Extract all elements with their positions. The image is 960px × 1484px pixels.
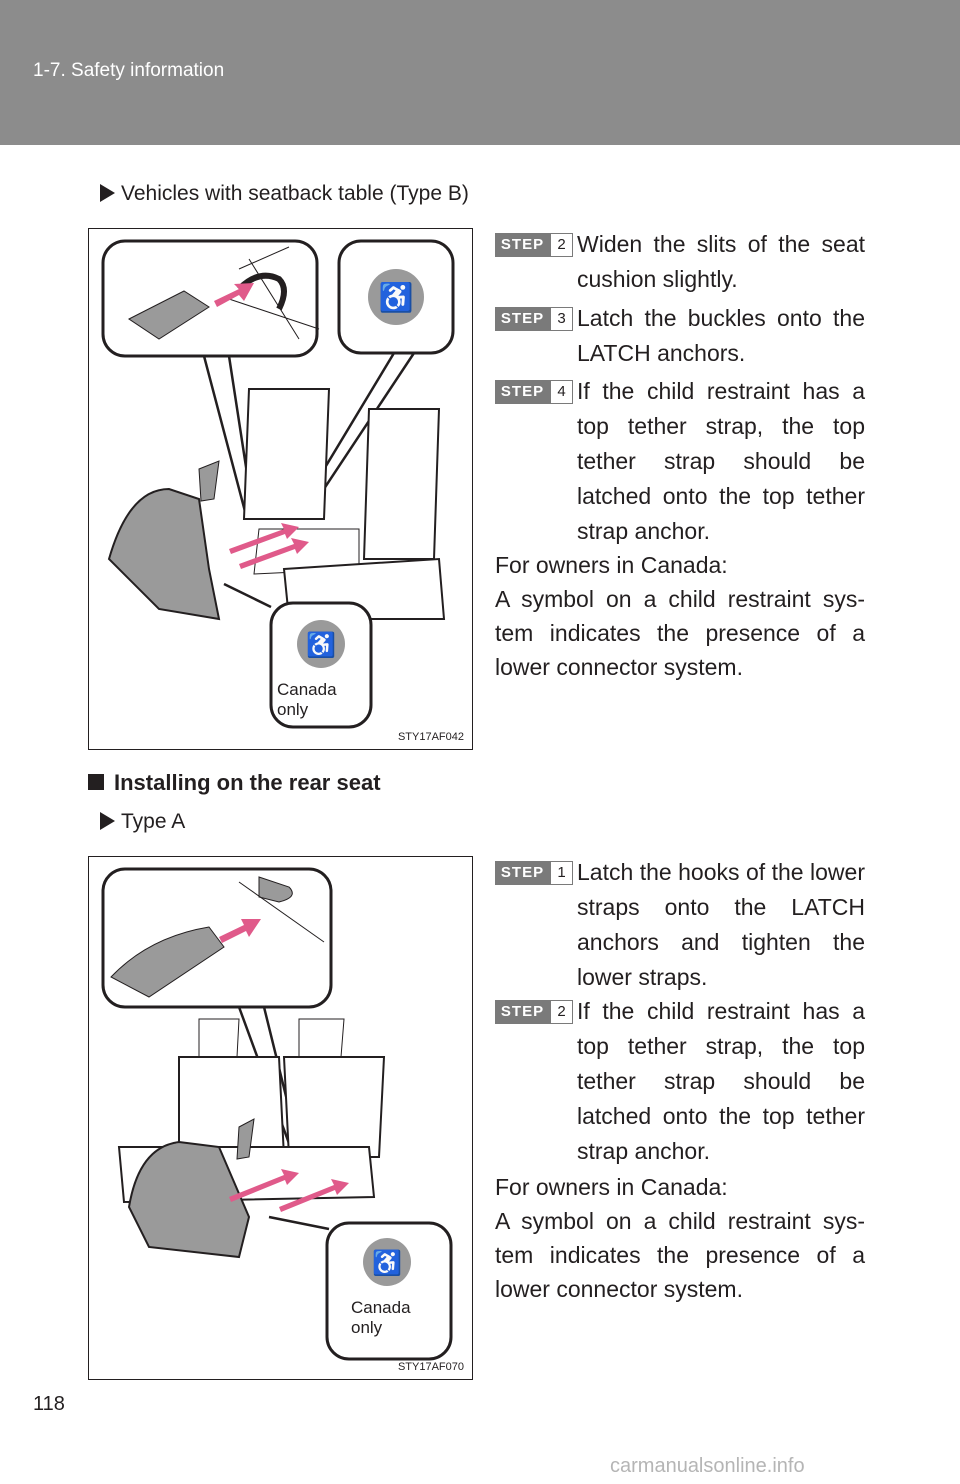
watermark: carmanualsonline.info (610, 1455, 805, 1477)
svg-text:♿: ♿ (372, 1249, 402, 1277)
rear-seat-illustration: ♿ Canada only (101, 867, 453, 1361)
step-text: Latch the buckles onto the LATCH anchors… (577, 305, 865, 366)
figure-rear-seat: ♿ Canada only STY17AF070 (88, 856, 473, 1380)
section-heading-text: Installing on the rear seat (114, 770, 381, 795)
canada-text: A symbol on a child restraint sys-tem in… (495, 586, 865, 680)
step-text: Widen the slits of the seat cushion slig… (577, 231, 865, 292)
figure-front-seat: ♿ ♿ Canada only STY17AF042 (88, 228, 473, 750)
svg-text:♿: ♿ (306, 631, 336, 659)
subsection-label: Vehicles with seatback table (Type B) (100, 182, 469, 206)
section-title: 1-7. Safety information (33, 60, 225, 81)
subsection-label-text: Vehicles with seatback table (Type B) (121, 182, 469, 205)
page-number: 118 (33, 1393, 65, 1415)
step-text: If the child restraint has a top tether … (577, 378, 865, 544)
square-bullet-icon (88, 774, 104, 790)
figure-code: STY17AF042 (397, 731, 464, 743)
svg-text:♿: ♿ (379, 281, 414, 314)
pointer-icon (100, 812, 115, 830)
canada-heading: For owners in Canada: (495, 1174, 728, 1200)
section-heading: Installing on the rear seat (88, 770, 381, 796)
canada-only-label: Canada (277, 680, 337, 699)
canada-only-label: Canada (351, 1298, 411, 1317)
subsection-label: Type A (100, 810, 185, 834)
front-seat-illustration: ♿ ♿ Canada only (101, 239, 455, 729)
pointer-icon (100, 184, 115, 202)
canada-text: A symbol on a child restraint sys-tem in… (495, 1208, 865, 1302)
canada-only-label-2: only (277, 700, 309, 719)
canada-heading: For owners in Canada: (495, 552, 728, 578)
step-text: If the child restraint has a top tether … (577, 998, 865, 1164)
step-text: Latch the hooks of the lower straps onto… (577, 859, 865, 990)
subsection-label-text: Type A (121, 810, 186, 833)
page-header: 1-7. Safety information (0, 0, 960, 145)
figure-code: STY17AF070 (397, 1361, 464, 1373)
canada-only-label-2: only (351, 1318, 383, 1337)
